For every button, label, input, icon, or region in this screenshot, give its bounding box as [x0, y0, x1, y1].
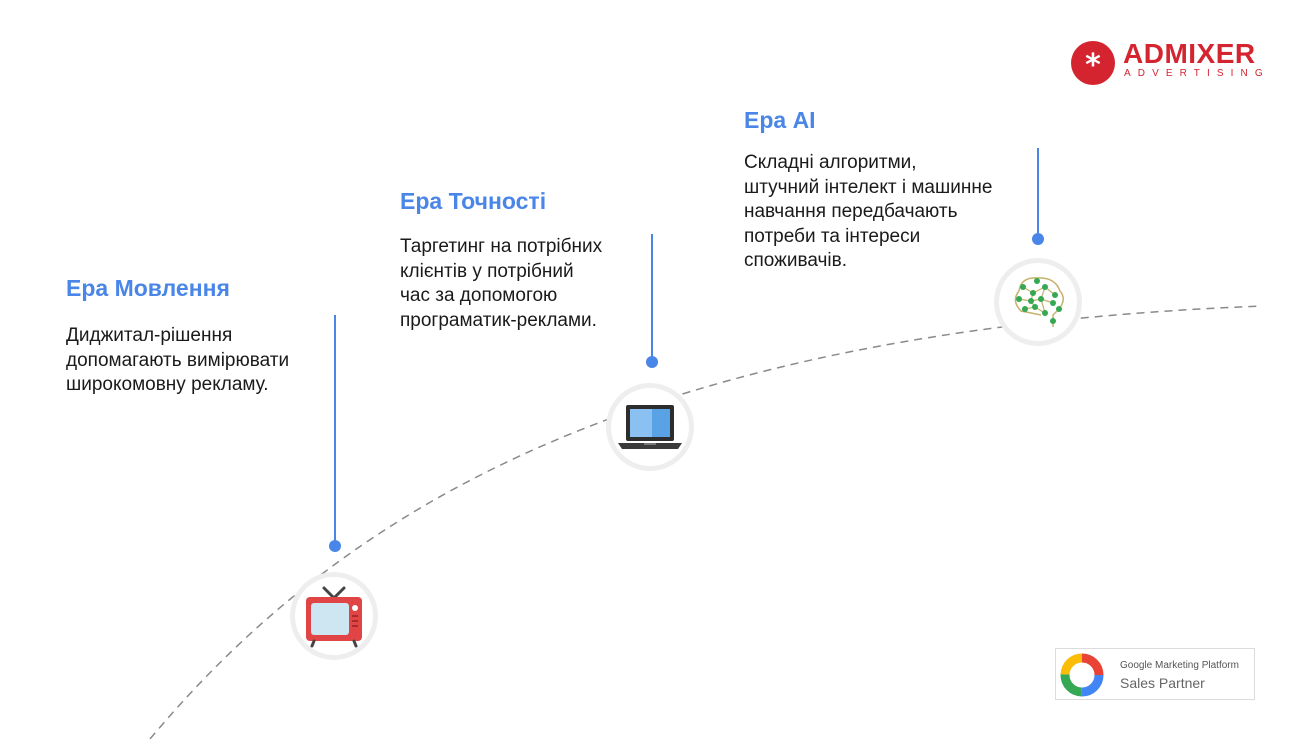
era-precision: Ера Точності Таргетинг на потрібних кліє…	[400, 188, 602, 333]
era-title: Ера Мовлення	[66, 275, 230, 301]
era-marker-dot	[329, 540, 341, 552]
era-icon-badge	[994, 258, 1082, 346]
era-icon-badge	[606, 383, 694, 471]
google-ring-icon	[1060, 653, 1104, 697]
era-description: Таргетинг на потрібних клієнтів у потріб…	[400, 236, 603, 331]
laptop-icon	[618, 405, 682, 449]
era-connector-line	[651, 234, 653, 361]
era-description: Диджитал-рішення допомагають вимірювати …	[66, 325, 290, 395]
era-marker-dot	[1032, 233, 1044, 245]
badge-line-partner: Sales Partner	[1120, 675, 1205, 691]
era-title: Ера AI	[744, 107, 816, 133]
ai-brain-icon	[1014, 277, 1064, 327]
asterisk-icon: *	[1071, 41, 1115, 85]
logo-tagline: ADVERTISING	[1124, 68, 1270, 79]
tv-icon	[306, 586, 362, 648]
era-description: Складні алгоритми, штучний інтелект і ма…	[744, 152, 993, 271]
era-connector-line	[334, 315, 336, 547]
era-title: Ера Точності	[400, 188, 547, 214]
partner-badge: Google Marketing Platform Sales Partner	[1055, 648, 1255, 700]
era-marker-dot	[646, 356, 658, 368]
era-icon-badge	[290, 572, 378, 660]
era-ai: Ера AI Складні алгоритми, штучний інтеле…	[744, 107, 992, 274]
admixer-logo: * ADMIXER ADVERTISING	[1071, 38, 1263, 85]
era-connector-line	[1037, 148, 1039, 238]
badge-line-platform: Google Marketing Platform	[1120, 660, 1239, 671]
era-broadcast: Ера Мовлення Диджитал-рішення допомагают…	[66, 275, 289, 398]
logo-name: ADMIXER	[1123, 38, 1256, 69]
